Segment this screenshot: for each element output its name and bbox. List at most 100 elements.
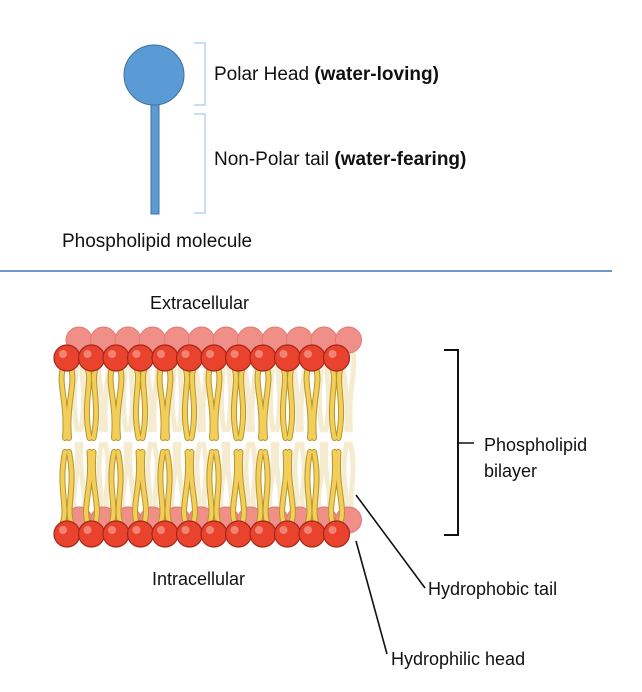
upper-head — [175, 344, 204, 372]
lower-tail — [182, 450, 197, 524]
lower-tail — [231, 450, 246, 524]
bilayer-label-line-2: bilayer — [484, 461, 537, 481]
intracellular-label: Intracellular — [152, 569, 245, 589]
lower-head-highlight — [230, 526, 239, 534]
lower-tail — [329, 450, 344, 524]
upper-head-highlight — [181, 350, 190, 358]
hydrophobic-tail-label: Hydrophobic tail — [428, 579, 557, 599]
lower-head-highlight — [304, 526, 312, 534]
lower-head — [151, 520, 179, 548]
non-polar-tail-label: Non-Polar tail (water-fearing) — [214, 149, 466, 170]
lower-head — [224, 520, 253, 548]
phospholipid-molecule-panel: Polar Head (water-loving) Non-Polar tail… — [62, 42, 466, 252]
lower-head — [102, 520, 130, 548]
hydrophilic-head-label: Hydrophilic head — [391, 649, 525, 669]
back-lower-tail — [218, 441, 234, 513]
upper-head-highlight — [255, 350, 263, 358]
lower-tail — [109, 450, 123, 524]
upper-tail — [231, 366, 246, 440]
molecule-tail — [150, 103, 160, 215]
lower-head — [298, 520, 326, 548]
upper-tail — [84, 366, 99, 440]
upper-head — [77, 344, 106, 372]
lower-tail — [133, 450, 148, 524]
upper-head — [273, 344, 302, 372]
back-lower-tail — [194, 441, 209, 513]
upper-head — [53, 344, 81, 372]
back-lower-tail — [145, 441, 160, 513]
upper-head-highlight — [132, 350, 141, 358]
back-lower-tail — [71, 441, 87, 513]
back-lower-tail — [341, 441, 356, 513]
lower-head — [249, 520, 277, 548]
lower-head — [175, 520, 204, 548]
back-lower-tail — [169, 441, 185, 513]
polar-head-label: Polar Head (water-loving) — [214, 64, 439, 85]
back-lower-tail — [292, 441, 307, 513]
upper-head-highlight — [157, 350, 165, 358]
upper-head-highlight — [206, 350, 214, 358]
lower-head-highlight — [279, 526, 288, 534]
lower-head-highlight — [83, 526, 92, 534]
upper-tail — [329, 366, 344, 440]
back-lower-tail — [267, 441, 283, 513]
lower-head — [322, 520, 351, 548]
bilayer-bracket — [444, 349, 459, 536]
upper-tail — [157, 366, 173, 440]
lower-tail — [305, 450, 319, 524]
back-lower-tail — [120, 441, 136, 513]
lower-head-highlight — [59, 526, 67, 534]
upper-head-highlight — [59, 350, 67, 358]
bilayer-label-line-1: Phospholipid — [484, 435, 587, 455]
upper-head-highlight — [230, 350, 239, 358]
lower-head-highlight — [328, 526, 337, 534]
lower-head — [200, 520, 228, 548]
tail-bracket — [194, 113, 206, 214]
lower-tail — [256, 450, 270, 524]
lower-head — [53, 520, 81, 548]
upper-head — [151, 344, 179, 372]
upper-head — [322, 344, 351, 372]
lower-tail — [158, 450, 172, 524]
back-lower-tail — [243, 441, 258, 513]
upper-tail — [206, 366, 222, 440]
lower-head-highlight — [206, 526, 214, 534]
upper-tail — [108, 366, 124, 440]
upper-head — [126, 344, 155, 372]
upper-head-highlight — [304, 350, 312, 358]
extracellular-label: Extracellular — [150, 293, 249, 313]
head-bracket — [194, 42, 206, 106]
molecule-caption: Phospholipid molecule — [62, 231, 252, 252]
bilayer-front-rows — [53, 344, 351, 548]
upper-head — [102, 344, 130, 372]
upper-head — [298, 344, 326, 372]
upper-tail — [133, 366, 148, 440]
lower-head — [126, 520, 155, 548]
lower-head-highlight — [181, 526, 190, 534]
lower-head-highlight — [132, 526, 141, 534]
bilayer-panel: Extracellular Intracellular Phospholipid… — [53, 293, 587, 669]
upper-head — [200, 344, 228, 372]
back-lower-tail — [96, 441, 111, 513]
hydrophilic-head-pointer — [355, 540, 388, 655]
lower-head-highlight — [108, 526, 116, 534]
upper-tail — [182, 366, 197, 440]
lower-tail — [207, 450, 221, 524]
upper-head-highlight — [328, 350, 337, 358]
upper-head-highlight — [83, 350, 92, 358]
lower-tail — [280, 450, 295, 524]
lower-head-highlight — [255, 526, 263, 534]
lower-tail — [84, 450, 99, 524]
back-lower-tail — [316, 441, 332, 513]
lower-tail — [60, 450, 74, 524]
lower-head-highlight — [157, 526, 165, 534]
upper-tail — [59, 366, 75, 440]
upper-head — [224, 344, 253, 372]
hydrophobic-tail-pointer — [355, 494, 426, 589]
upper-head-highlight — [279, 350, 288, 358]
upper-head-highlight — [108, 350, 116, 358]
molecule-head — [123, 44, 185, 106]
upper-tail — [304, 366, 320, 440]
upper-tail — [280, 366, 295, 440]
